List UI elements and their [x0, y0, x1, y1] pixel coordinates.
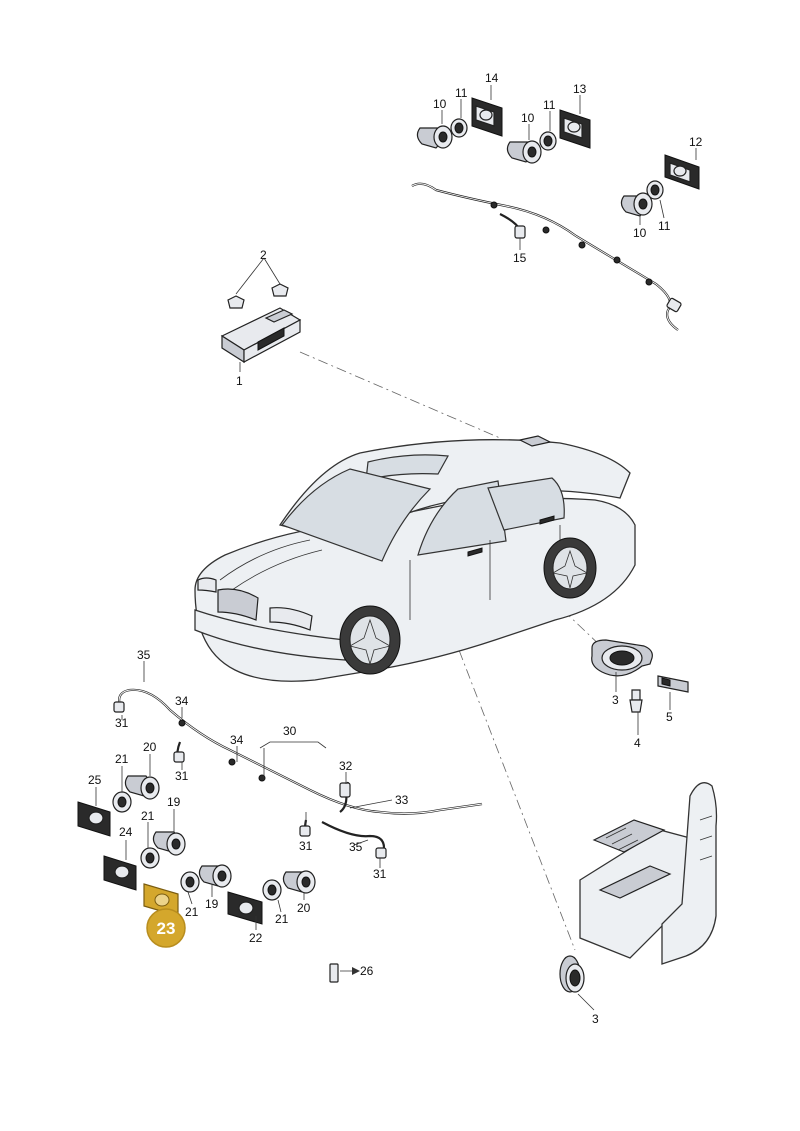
callout-2: 2 [260, 248, 267, 262]
parking-aid-control-unit-1 [220, 307, 302, 364]
callout-20b: 20 [297, 901, 311, 915]
callout-26: 26 [360, 964, 374, 978]
sensor-bracket-22 [227, 891, 263, 925]
callout-11b: 11 [543, 98, 556, 112]
front-harness-group [113, 661, 483, 868]
callout-33: 33 [395, 793, 409, 807]
callout-31a: 31 [115, 716, 129, 730]
callout-31b: 31 [175, 769, 189, 783]
callout-12: 12 [689, 135, 703, 149]
callout-34a: 34 [175, 694, 189, 708]
callout-10a: 10 [433, 97, 447, 111]
clip-2a [227, 295, 245, 309]
sensor-bracket-13 [559, 109, 591, 149]
sensor-ring-11b [539, 131, 557, 151]
callout-35b: 35 [349, 840, 363, 854]
rear-sensor-group [411, 85, 700, 331]
callout-31d: 31 [373, 867, 387, 881]
rear-wiring-harness-15 [411, 182, 682, 331]
sensor-bracket-23-highlighted[interactable] [143, 883, 179, 917]
sensor-bracket-24 [103, 855, 137, 891]
parking-sensor-10a [416, 125, 453, 149]
callout-19a: 19 [167, 795, 181, 809]
highlighted-callout-23[interactable]: 23 [146, 908, 186, 948]
callout-20a: 20 [143, 740, 157, 754]
callout-3a: 3 [612, 693, 619, 707]
callout-31c: 31 [299, 839, 313, 853]
sensor-bracket-25 [77, 801, 111, 837]
control-unit-group [220, 257, 302, 372]
callout-21c: 21 [185, 905, 199, 919]
parking-sensor-10c [620, 192, 653, 217]
sensor-ring-21c [180, 871, 200, 893]
clip-4 [629, 689, 643, 713]
parking-sensor-19a [152, 831, 186, 856]
callout-25: 25 [88, 773, 102, 787]
sensor-ring-11c [646, 180, 664, 200]
car-illustration [194, 435, 636, 682]
sensor-bracket-12 [664, 154, 700, 190]
sensor-ring-21b [140, 847, 160, 869]
parking-sensor-20a [124, 775, 160, 800]
callout-3b: 3 [592, 1012, 599, 1026]
sensor-bracket-14 [471, 97, 503, 137]
callout-11c: 11 [658, 219, 671, 233]
callout-15: 15 [513, 251, 527, 265]
label-sticker-26 [329, 963, 360, 983]
parking-sensor-10b [506, 140, 542, 164]
callout-24: 24 [119, 825, 133, 839]
callout-35a: 35 [137, 648, 151, 662]
callout-14: 14 [485, 71, 499, 85]
connector-bracket-5 [657, 675, 689, 693]
warning-buzzer-3b [559, 955, 585, 993]
callout-30: 30 [283, 724, 297, 738]
callout-labels: 14 11 10 13 11 10 12 11 10 15 2 1 35 34 … [88, 71, 703, 1026]
clip-2b [271, 283, 289, 297]
seat-bracket-group [559, 782, 718, 1011]
parking-sensor-19b [198, 864, 232, 888]
buzzer-group [591, 639, 689, 735]
callout-4: 4 [634, 736, 641, 750]
callout-23-label: 23 [157, 919, 176, 938]
callout-19b: 19 [205, 897, 219, 911]
callout-10b: 10 [521, 111, 535, 125]
callout-21d: 21 [275, 912, 289, 926]
sensor-ring-11a [450, 118, 468, 138]
callout-34b: 34 [230, 733, 244, 747]
callout-21a: 21 [115, 752, 129, 766]
callout-11a: 11 [455, 86, 468, 100]
parking-sensor-20b [282, 870, 316, 894]
sensor-ring-21a [112, 791, 132, 813]
callout-5: 5 [666, 710, 673, 724]
callout-22: 22 [249, 931, 263, 945]
front-sensor-group [77, 754, 316, 930]
callout-21b: 21 [141, 809, 155, 823]
sensor-ring-21d [262, 879, 282, 901]
callout-13: 13 [573, 82, 587, 96]
callout-10c: 10 [633, 226, 647, 240]
callout-32: 32 [339, 759, 353, 773]
callout-1: 1 [236, 374, 243, 388]
warning-buzzer-3a [591, 639, 653, 677]
